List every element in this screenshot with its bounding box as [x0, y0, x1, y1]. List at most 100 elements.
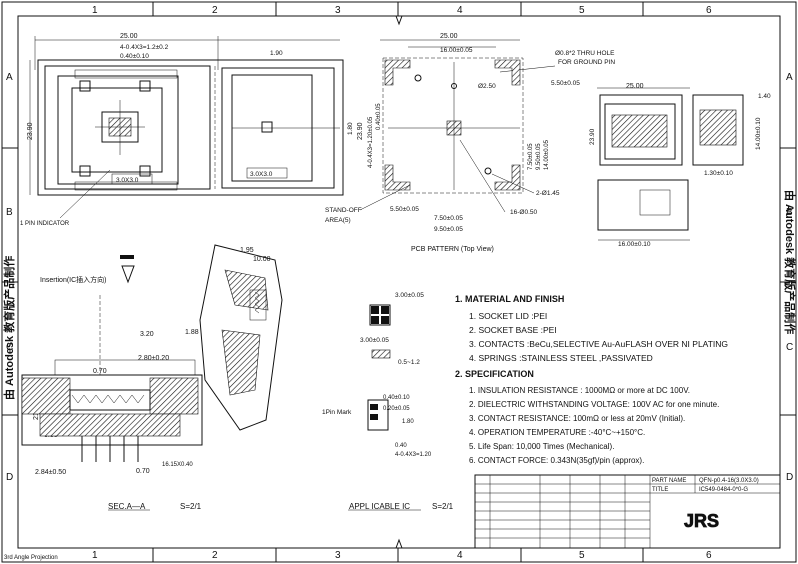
col-label: 3 — [335, 5, 341, 16]
applicable-ic: 3.00±0.05 3.00±0.05 0.5~1.2 0.40±0.10 0.… — [322, 292, 454, 511]
pcb-dim-750v: 7.50±0.05 — [528, 143, 534, 170]
col-label: 2 — [212, 550, 218, 561]
ic-left: 3.0X3.0 — [116, 177, 139, 184]
title-value: IC549-0484-0*0-G — [699, 487, 748, 493]
col-label: 1 — [92, 550, 98, 561]
dim-pitch: 4-0.4X3=1.2±0.2 — [120, 44, 169, 51]
standoff: STAND-OFF — [325, 207, 362, 214]
ic-dim-pitch: 4-0.4X3=1.20 — [395, 452, 432, 458]
pcb-dim-height: 23.90 — [357, 122, 364, 140]
pcb-dim-050: 16-Ø0.50 — [510, 209, 537, 216]
spec-heading-material: 1. MATERIAL AND FINISH — [455, 294, 564, 304]
ic-dim-040b: 0.40 — [395, 443, 407, 449]
row-label: B — [786, 207, 793, 218]
side-dim-1400: 14.00±0.10 — [755, 117, 762, 150]
grid-labels: 1 2 3 4 5 6 1 2 3 4 5 6 A B C D A B C D — [6, 5, 793, 561]
pcb-dim-width: 25.00 — [440, 33, 458, 40]
title-label: TITLE — [652, 487, 668, 493]
col-label: 5 — [579, 5, 585, 16]
section-view: Insertion(IC插入方向) 1.95 10.00 3.20 1.88 2… — [21, 244, 283, 511]
part-name: QFN-p0.4-16(3.0X3.0) — [699, 478, 759, 484]
ic-dim-180: 1.80 — [402, 419, 414, 425]
col-label: 6 — [706, 550, 712, 561]
sec-dim-070: 0.70 — [93, 368, 107, 375]
pcb-dim-pitch-v: 4-0.4X3=1.20±0.05 — [368, 116, 374, 168]
pcb-dim-550: 5.50±0.05 — [551, 80, 580, 87]
pcb-title: PCB PATTERN (Top View) — [411, 246, 494, 253]
col-label: 5 — [579, 550, 585, 561]
sec-dim-280: 2.80±0.20 — [138, 355, 169, 362]
pcb-dim-040: 0.40±0.05 — [376, 103, 382, 130]
sec-dim-1000: 10.00 — [253, 256, 271, 263]
col-label: 3 — [335, 550, 341, 561]
sec-dim-195: 1.95 — [240, 247, 254, 254]
pcb-dim-950h: 9.50±0.05 — [434, 226, 463, 233]
spec-item-4: 4. OPERATION TEMPERATURE :-40°C~+150°C. — [469, 428, 645, 437]
spec-notes: 1. MATERIAL AND FINISH 1. SOCKET LID :PE… — [455, 294, 728, 465]
col-label: 4 — [457, 550, 463, 561]
sec-dim-284: 2.84±0.50 — [35, 469, 66, 476]
title-block: PART NAME QFN-p0.4-16(3.0X3.0) TITLE IC5… — [474, 474, 781, 549]
applicable-ic-label: APPL ICABLE IC — [349, 502, 410, 511]
spec-heading-specification: 2. SPECIFICATION — [455, 369, 534, 379]
side-dim-1600: 16.00±0.10 — [618, 241, 651, 248]
ic-right: 3.0X3.0 — [250, 171, 273, 178]
ic-dim-300a: 3.00±0.05 — [395, 292, 424, 299]
spec-item-1: 1. INSULATION RESISTANCE : 1000MΩ or mor… — [469, 386, 690, 395]
jrs-logo: JRS — [684, 511, 719, 531]
insertion-note: Insertion(IC插入方向) — [40, 275, 107, 284]
pcb-dim-1400v: 14.00±0.05 — [544, 139, 550, 170]
part-name-label: PART NAME — [652, 478, 686, 484]
dim-right: 1.80 — [347, 122, 354, 135]
col-label: 6 — [706, 5, 712, 16]
row-label: D — [786, 472, 793, 483]
spec-material-3: 3. CONTACTS :BeCu,SELECTIVE Au-AuFLASH O… — [469, 339, 728, 349]
spec-item-5: 5. Life Span: 10,000 Times (Mechanical). — [469, 442, 614, 451]
side-dim-130: 1.30±0.10 — [704, 170, 733, 177]
pcb-dim-250: Ø2.50 — [478, 83, 496, 90]
spec-item-6: 6. CONTACT FORCE: 0.343N(35gf)/pin (appr… — [469, 456, 644, 465]
section-scale: S=2/1 — [180, 502, 202, 511]
standoff-area: AREA(5) — [325, 217, 351, 224]
applicable-ic-scale: S=2/1 — [432, 502, 454, 511]
col-label: 1 — [92, 5, 98, 16]
row-label: D — [6, 472, 13, 483]
row-label: A — [786, 72, 793, 83]
side-dim-140: 1.40 — [758, 93, 771, 100]
sec-dim-070b: 0.70 — [136, 468, 150, 475]
pin-indicator: 1 PIN INDICATOR — [20, 221, 70, 227]
pcb-dim-145: 2-Ø1.45 — [536, 190, 560, 197]
top-view: 25.00 4-0.4X3=1.2±0.2 0.40±0.10 1.90 3.0… — [20, 33, 354, 227]
hole-note-1: Ø0.8*2 THRU HOLE — [555, 50, 615, 57]
spec-material-1: 1. SOCKET LID :PEI — [469, 311, 547, 321]
side-views: 25.00 23.90 1.40 14.00±0.10 1.30±0.10 16… — [589, 83, 771, 248]
right-watermark: 由 Autodesk 教育版产品制作 — [783, 190, 797, 334]
dim-height: 23.90 — [27, 122, 34, 140]
pcb-dim-750h: 7.50±0.05 — [434, 215, 463, 222]
dim-pin: 0.40±0.10 — [120, 53, 149, 60]
dim-top-right: 1.90 — [270, 50, 283, 57]
ic-dim-300b: 3.00±0.05 — [360, 337, 389, 344]
pin-mark: 1Pin Mark — [322, 409, 352, 416]
section-label: SEC.A—A — [108, 502, 146, 511]
sec-dim-188: 1.88 — [185, 329, 199, 336]
left-watermark: 由 Autodesk 教育版产品制作 — [2, 256, 16, 400]
row-label: C — [786, 342, 793, 353]
side-dim-2390: 23.90 — [589, 128, 596, 145]
ic-dim-020: 0.20±0.05 — [383, 406, 410, 412]
row-label: A — [6, 72, 13, 83]
row-label: B — [6, 207, 13, 218]
spec-material-4: 4. SPRINGS :STAINLESS STEEL ,PASSIVATED — [469, 353, 653, 363]
ic-dim-0512: 0.5~1.2 — [398, 359, 420, 366]
spec-material-2: 2. SOCKET BASE :PEI — [469, 325, 557, 335]
sec-dim-pins: 16.15X0.40 — [162, 462, 193, 468]
row-label: C — [6, 342, 13, 353]
spec-item-3: 3. CONTACT RESISTANCE: 100mΩ or less at … — [469, 414, 685, 423]
side-dim-width: 25.00 — [626, 83, 644, 90]
hole-note-2: FOR GROUND PIN — [558, 59, 615, 66]
pcb-dim-inner: 16.00±0.05 — [440, 47, 473, 54]
projection-note: 3rd Angle Projection — [4, 555, 58, 561]
col-label: 2 — [212, 5, 218, 16]
